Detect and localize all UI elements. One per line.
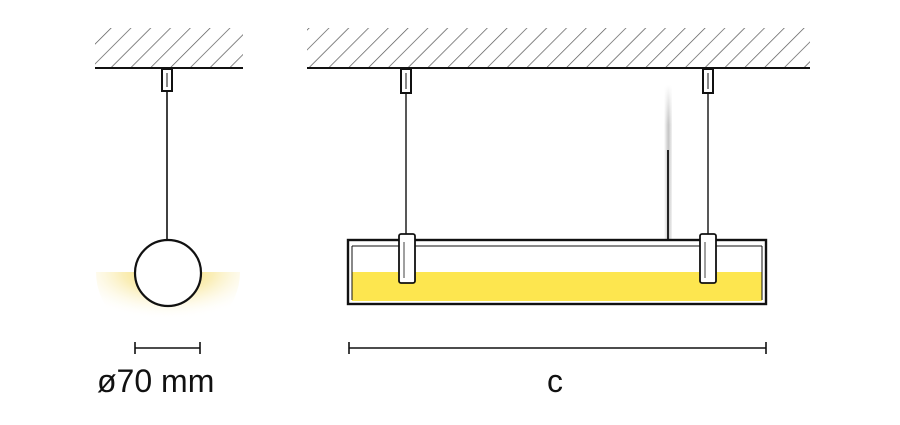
tube-clip-right — [699, 233, 717, 284]
front-view-luminaire — [346, 68, 768, 306]
ceiling-right — [307, 28, 810, 69]
ceiling-left — [95, 28, 243, 69]
diameter-label: ø70 mm — [97, 363, 215, 399]
side-view-luminaire — [96, 68, 240, 340]
linear-tube-light — [352, 272, 762, 301]
diameter-dimension — [134, 342, 201, 354]
length-label: c — [547, 363, 563, 399]
tube-clip-left — [398, 233, 416, 284]
round-tube-section — [133, 238, 203, 308]
length-dimension — [348, 342, 767, 354]
